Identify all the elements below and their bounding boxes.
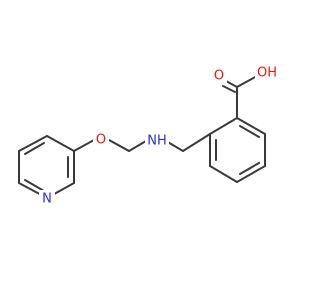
atom-bg: [145, 132, 169, 150]
bond: [128, 140, 147, 152]
atom-bg: [211, 67, 227, 85]
bond: [209, 165, 238, 183]
atom-bg: [93, 131, 109, 149]
oh-atom-label: OH: [257, 66, 277, 81]
bond-inner: [24, 179, 45, 192]
atom-bg: [255, 64, 279, 82]
bond-inner: [239, 162, 260, 175]
ether-oxygen-label: O: [96, 133, 106, 148]
atom-bg: [39, 190, 55, 208]
bond: [182, 133, 211, 152]
molecule-diagram: OH O NH O N: [18, 64, 279, 208]
bond: [73, 139, 95, 152]
bond-double: [222, 85, 236, 93]
bond: [236, 165, 266, 183]
bond: [18, 135, 48, 152]
bond: [225, 80, 238, 88]
bond: [236, 75, 258, 88]
amine-nh-label: NH: [147, 134, 167, 149]
bond: [236, 117, 266, 135]
bond-inner: [24, 142, 45, 155]
bond: [46, 135, 75, 152]
bond-inner: [239, 125, 260, 138]
carbonyl-oxygen-label: O: [214, 69, 224, 84]
bond-layer: [18, 75, 266, 199]
bond: [108, 139, 130, 152]
bond: [209, 117, 238, 135]
pyridine-nitrogen-label: N: [42, 192, 52, 207]
atom-labels: OH O NH O N: [39, 64, 279, 208]
